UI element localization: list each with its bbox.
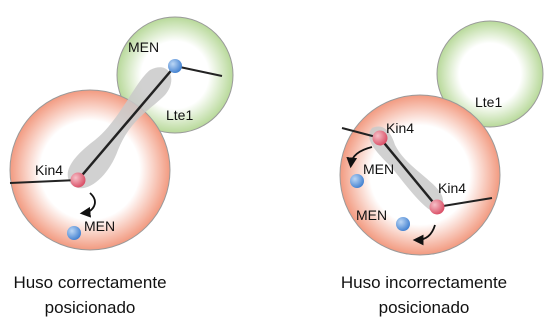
right-label-men-top: MEN	[363, 161, 394, 177]
right-caption: Huso incorrectamente posicionado	[304, 270, 544, 320]
right-label-lte1: Lte1	[475, 94, 502, 110]
spindle-position-diagram: MEN Lte1 Kin4 MEN Kin4 MEN Kin4 MEN Lte1	[0, 0, 547, 260]
right-caption-line1: Huso incorrectamente	[304, 270, 544, 295]
right-label-men-bottom: MEN	[356, 207, 387, 223]
left-spb-bottom-kin4	[71, 173, 86, 188]
left-spb-top-men	[168, 59, 182, 73]
left-label-men-top: MEN	[128, 39, 159, 55]
right-caption-line2: posicionado	[304, 295, 544, 320]
left-label-kin4: Kin4	[35, 162, 63, 178]
right-spb-bottom-kin4	[430, 200, 445, 215]
left-cell: MEN Lte1 Kin4 MEN	[10, 17, 233, 250]
left-caption-line1: Huso correctamente	[0, 270, 210, 295]
right-label-kin4-bottom: Kin4	[438, 180, 466, 196]
right-cell: Kin4 MEN Kin4 MEN Lte1	[340, 21, 543, 255]
left-caption: Huso correctamente posicionado	[0, 270, 210, 320]
right-men-lower	[396, 217, 410, 231]
left-caption-line2: posicionado	[0, 295, 210, 320]
right-men-upper	[350, 174, 364, 188]
left-label-lte1: Lte1	[166, 107, 193, 123]
left-label-men-bottom: MEN	[84, 218, 115, 234]
right-label-kin4-top: Kin4	[386, 120, 414, 136]
left-men-free	[67, 226, 81, 240]
